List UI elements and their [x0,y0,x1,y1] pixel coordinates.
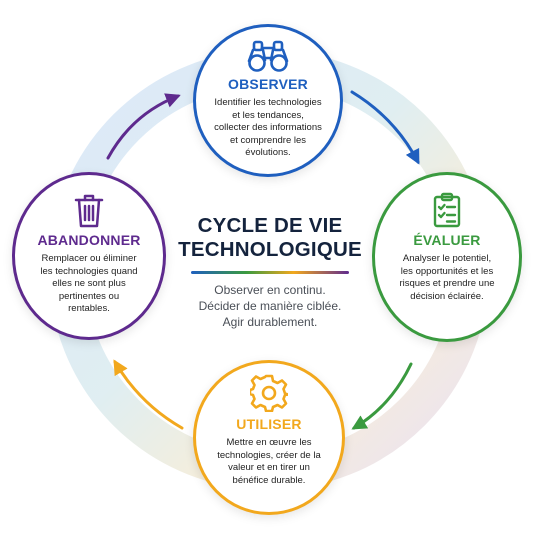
binoculars-icon [247,40,289,72]
description-line: décision éclairée. [410,290,484,302]
arrow-utiliser-to-abandonner [113,359,184,430]
description-line: les technologies quand [40,265,138,277]
description-line: pertinentes ou [58,290,120,302]
arrow-observer-to-evaluer [350,90,420,165]
diagram-subtitle: Observer en continu. Décider de manière … [170,282,370,330]
stage-description: Remplacer ou éliminer les technologies q… [29,253,149,316]
description-line: et comprendre les [229,134,307,146]
subtitle-line: Décider de manière ciblée. [198,299,342,313]
stage-utiliser: UTILISER Mettre en œuvre les technologie… [193,360,345,515]
stage-description: Identifier les technologies et les tenda… [209,97,327,160]
description-line: les opportunités et les [400,265,494,277]
stage-observer: OBSERVER Identifier les technologies et … [193,24,343,177]
description-line: collecter des informations [214,122,322,134]
description-line: Remplacer ou éliminer [41,253,137,264]
stage-description: Mettre en œuvre les technologies, créer … [213,437,325,487]
description-line: risques et prendre une [399,278,495,290]
description-line: évolutions. [245,147,291,159]
clipboard-checklist-icon [433,192,461,228]
description-line: Analyser le potentiel, [402,253,492,264]
stage-description: Analyser le potentiel, les opportunités … [391,253,503,303]
stage-title: ABANDONNER [37,232,141,248]
arrow-abandonner-to-observer [106,93,181,160]
stage-title: UTILISER [236,416,302,432]
description-line: et les tendances, [232,109,304,121]
description-line: bénéfice durable. [232,474,306,486]
trash-icon [74,194,104,228]
stage-evaluer: ÉVALUER Analyser le potentiel, les oppor… [372,172,522,342]
gear-icon [250,374,288,412]
description-line: technologies, créer de la [217,449,321,461]
stage-title: ÉVALUER [413,232,481,248]
subtitle-line: Observer en continu. [214,283,326,297]
description-line: Identifier les technologies [214,97,322,108]
multicolor-divider [191,271,349,274]
description-line: valeur et en tirer un [228,462,310,474]
description-line: elles ne sont plus [52,278,126,290]
stage-title: OBSERVER [228,76,308,92]
diagram-title: CYCLE DE VIE TECHNOLOGIQUE [170,214,370,262]
arrow-evaluer-to-utiliser [351,362,413,430]
center-block: CYCLE DE VIE TECHNOLOGIQUE Observer en c… [170,214,370,330]
title-line: TECHNOLOGIQUE [178,238,362,261]
subtitle-line: Agir durablement. [222,315,318,329]
description-line: rentables. [68,303,110,315]
stage-abandonner: ABANDONNER Remplacer ou éliminer les tec… [12,172,166,340]
title-line: CYCLE DE VIE [197,214,343,237]
description-line: Mettre en œuvre les [226,437,312,448]
